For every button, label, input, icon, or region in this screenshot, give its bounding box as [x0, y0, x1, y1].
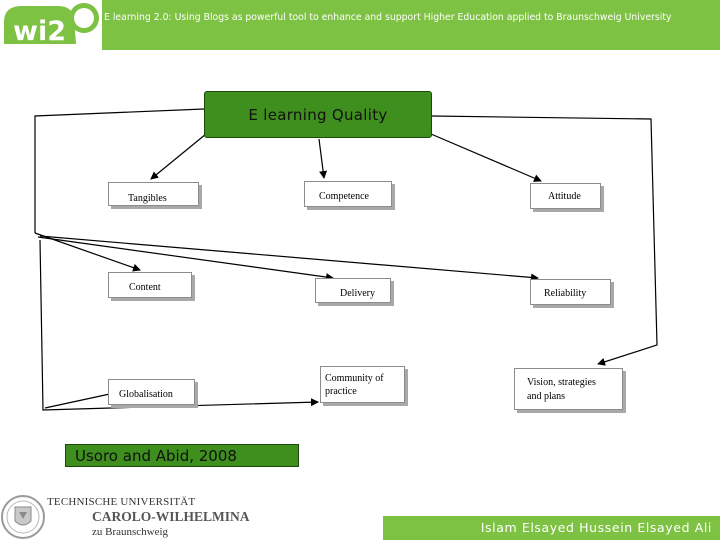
university-seal-icon — [1, 495, 45, 539]
author-bar: Islam Elsayed Hussein Elsayed Ali — [383, 516, 720, 540]
main-node-label: E learning Quality — [248, 106, 388, 124]
node-reliability: Reliability — [530, 279, 611, 305]
arrow-to-reliability — [39, 235, 539, 282]
author-name: Islam Elsayed Hussein Elsayed Ali — [480, 520, 712, 535]
node-community-label-line2: practice — [325, 386, 357, 397]
node-reliability-label: Reliability — [544, 288, 587, 299]
citation-text: Usoro and Abid, 2008 — [75, 447, 237, 465]
node-competence-label: Competence — [319, 191, 369, 202]
node-vision-strategies-plans: Vision, strategies and plans — [514, 368, 623, 410]
node-competence: Competence — [304, 181, 392, 207]
node-tangibles-label: Tangibles — [128, 193, 167, 204]
header-bar — [0, 0, 720, 50]
node-delivery-label: Delivery — [340, 288, 375, 299]
frame-left — [34, 108, 205, 233]
arrow-to-community — [39, 239, 319, 411]
arrow-to-delivery — [37, 236, 334, 281]
arrow-to-tangibles — [150, 133, 207, 180]
node-vision-label-line2: and plans — [527, 391, 566, 402]
node-vision-label-line1: Vision, strategies — [527, 377, 596, 388]
frame-right-to-vision — [431, 115, 658, 366]
node-community-label-line1: Community of — [325, 373, 384, 384]
node-attitude: Attitude — [530, 183, 601, 209]
university-name-line3: zu Braunschweig — [92, 526, 169, 538]
node-delivery: Delivery — [315, 278, 391, 303]
arrow-to-globalisation — [44, 389, 120, 409]
arrow-to-competence — [318, 138, 328, 179]
node-globalisation: Globalisation — [108, 379, 195, 405]
arrow-to-attitude — [430, 133, 542, 182]
node-community-of-practice: Community of practice — [320, 366, 405, 403]
node-content: Content — [108, 272, 192, 298]
main-node-elearning-quality: E learning Quality — [204, 91, 432, 138]
node-attitude-label: Attitude — [548, 191, 581, 202]
header-title: E learning 2.0: Using Blogs as powerful … — [104, 12, 672, 23]
wi2-logo-text: wi2 — [13, 16, 66, 47]
wi2-logo-graphic: wi2 — [4, 3, 99, 47]
citation-box: Usoro and Abid, 2008 — [65, 444, 299, 467]
wi2-logo: wi2 — [0, 0, 102, 50]
node-content-label: Content — [129, 282, 161, 293]
node-globalisation-label: Globalisation — [119, 389, 173, 400]
node-tangibles: Tangibles — [108, 182, 199, 206]
university-name-line2: CAROLO-WILHELMINA — [92, 509, 250, 524]
university-name-line1: TECHNISCHE UNIVERSITÄT — [47, 496, 196, 508]
